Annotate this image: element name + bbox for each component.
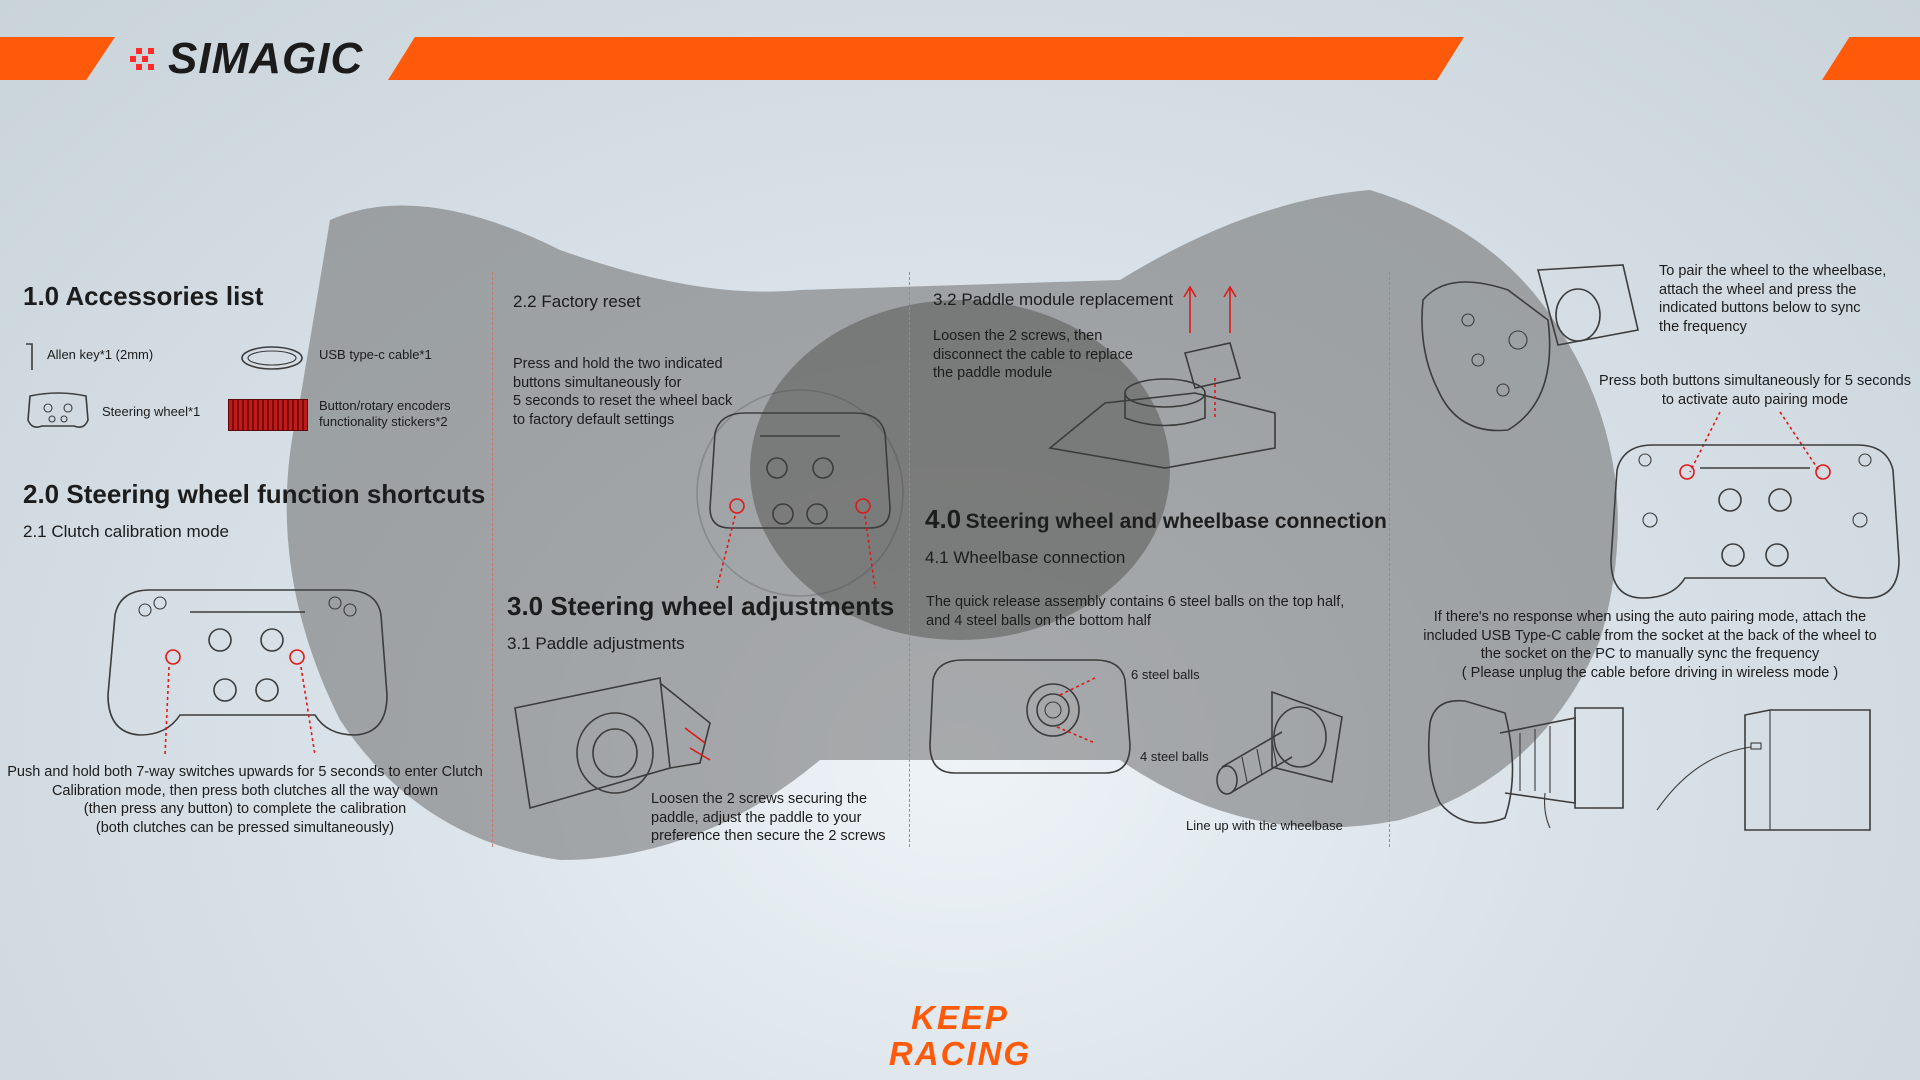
brand-name: SIMAGIC xyxy=(168,34,364,83)
line-up-caption: Line up with the wheelbase xyxy=(1186,818,1343,833)
pairing-wheel-illustration xyxy=(1421,264,1639,432)
adjustments-title: 3.0 Steering wheel adjustments xyxy=(507,591,895,621)
paddle-module-title: 3.2 Paddle module replacement xyxy=(933,290,1174,309)
fallback-pairing-text: If there's no response when using the au… xyxy=(1410,608,1890,682)
accessory-stickers-label: Button/rotary encoders functionality sti… xyxy=(319,398,451,430)
fallback-line-1: If there's no response when using the au… xyxy=(1433,609,1867,625)
pc-tower-illustration xyxy=(1656,709,1871,831)
footer-slogan-line2: RACING xyxy=(888,1035,1032,1072)
auto-pairing-text: Press both buttons simultaneously for 5 … xyxy=(1590,372,1920,409)
auto-pairing-line-1: Press both buttons simultaneously for 5 … xyxy=(1599,373,1911,389)
pairing-line-3: indicated buttons below to sync xyxy=(1659,300,1861,316)
connection-title: 4.0 Steering wheel and wheelbase connect… xyxy=(925,504,1387,535)
pairing-line-2: attach the wheel and press the xyxy=(1659,281,1857,298)
pairing-line-1: To pair the wheel to the wheelbase, xyxy=(1659,263,1887,279)
paddle-line-1: Loosen the 2 screws securing the xyxy=(651,791,868,807)
paddle-line-2: paddle, adjust the paddle to your xyxy=(651,809,862,826)
brand-logo: SIMAGIC xyxy=(130,34,363,84)
accessories-title: 1.0 Accessories list xyxy=(23,281,264,311)
reset-line-4: to factory default settings xyxy=(513,411,675,428)
sticker-sheet-icon xyxy=(228,399,308,431)
connection-title-text: Steering wheel and wheelbase connection xyxy=(965,510,1387,533)
four-steel-balls-label: 4 steel balls xyxy=(1140,749,1209,764)
accessory-stickers-line1: Button/rotary encoders xyxy=(319,398,451,413)
reset-line-1: Press and hold the two indicated xyxy=(513,356,723,372)
shortcuts-title: 2.0 Steering wheel function shortcuts xyxy=(23,479,486,509)
quick-release-wheel-illustration xyxy=(929,659,1131,774)
wheelbase-line-1: The quick release assembly contains 6 st… xyxy=(926,594,1345,610)
clutch-line-3: (then press any button) to complete the … xyxy=(83,801,407,817)
wheelbase-connection-title: 4.1 Wheelbase connection xyxy=(925,548,1126,567)
auto-pairing-wheel-illustration xyxy=(1610,411,1900,599)
usb-wired-pairing-illustration xyxy=(1428,699,1624,829)
column-divider-2 xyxy=(909,272,910,847)
allen-key-icon xyxy=(26,343,33,370)
paddle-module-illustration xyxy=(1048,285,1276,469)
module-line-2: disconnect the cable to replace xyxy=(933,346,1133,363)
reset-line-2: buttons simultaneously for xyxy=(513,374,682,391)
factory-reset-wheel-illustration xyxy=(696,389,904,597)
wheelbase-connection-text: The quick release assembly contains 6 st… xyxy=(926,593,1366,630)
header-stripe-center xyxy=(388,37,1464,80)
wheelbase-line-2: and 4 steel balls on the bottom half xyxy=(926,612,1151,629)
clutch-line-4: (both clutches can be pressed simultaneo… xyxy=(95,819,395,836)
clutch-line-1: Push and hold both 7-way switches upward… xyxy=(7,764,483,780)
usb-cable-icon xyxy=(241,346,303,370)
accessory-allen-key-label: Allen key*1 (2mm) xyxy=(47,347,154,362)
six-steel-balls-label: 6 steel balls xyxy=(1131,667,1200,682)
accessory-steering-wheel-label: Steering wheel*1 xyxy=(102,404,201,419)
clutch-calibration-text: Push and hold both 7-way switches upward… xyxy=(5,763,485,837)
auto-pairing-line-2: to activate auto pairing mode xyxy=(1661,391,1849,408)
footer-slogan: KEEP RACING xyxy=(860,1000,1060,1072)
connection-title-number: 4.0 xyxy=(925,504,962,534)
fallback-line-4: ( Please unplug the cable before driving… xyxy=(1461,664,1839,681)
clutch-wheel-illustration xyxy=(107,589,388,756)
factory-reset-text: Press and hold the two indicated buttons… xyxy=(513,355,753,429)
paddle-adjustments-text: Loosen the 2 screws securing the paddle,… xyxy=(651,790,901,846)
pairing-text: To pair the wheel to the wheelbase, atta… xyxy=(1659,262,1919,336)
clutch-calibration-title: 2.1 Clutch calibration mode xyxy=(23,522,230,541)
paddle-adjustment-illustration xyxy=(514,677,711,810)
accessory-stickers-line2: functionality stickers*2 xyxy=(319,414,448,429)
paddle-adjustments-title: 3.1 Paddle adjustments xyxy=(507,634,685,653)
accessory-usb-cable-label: USB type-c cable*1 xyxy=(319,347,432,362)
steering-wheel-icon xyxy=(27,392,89,428)
pairing-line-4: the frequency xyxy=(1659,318,1747,335)
column-divider-3 xyxy=(1389,272,1390,847)
checkered-flag-icon xyxy=(130,48,154,70)
wheelbase-shaft-illustration xyxy=(1216,690,1343,795)
module-line-3: the paddle module xyxy=(933,365,1053,381)
fallback-line-2: included USB Type-C cable from the socke… xyxy=(1423,627,1877,644)
paddle-module-text: Loosen the 2 screws, then disconnect the… xyxy=(933,327,1163,383)
clutch-line-2: Calibration mode, then press both clutch… xyxy=(51,782,439,799)
module-line-1: Loosen the 2 screws, then xyxy=(933,328,1103,344)
fallback-line-3: the socket on the PC to manually sync th… xyxy=(1480,646,1820,662)
factory-reset-title: 2.2 Factory reset xyxy=(513,292,641,311)
footer-slogan-line1: KEEP xyxy=(911,999,1009,1036)
reset-line-3: 5 seconds to reset the wheel back xyxy=(513,393,733,409)
paddle-line-3: preference then secure the 2 screws xyxy=(651,828,886,844)
column-divider-1 xyxy=(492,272,493,847)
